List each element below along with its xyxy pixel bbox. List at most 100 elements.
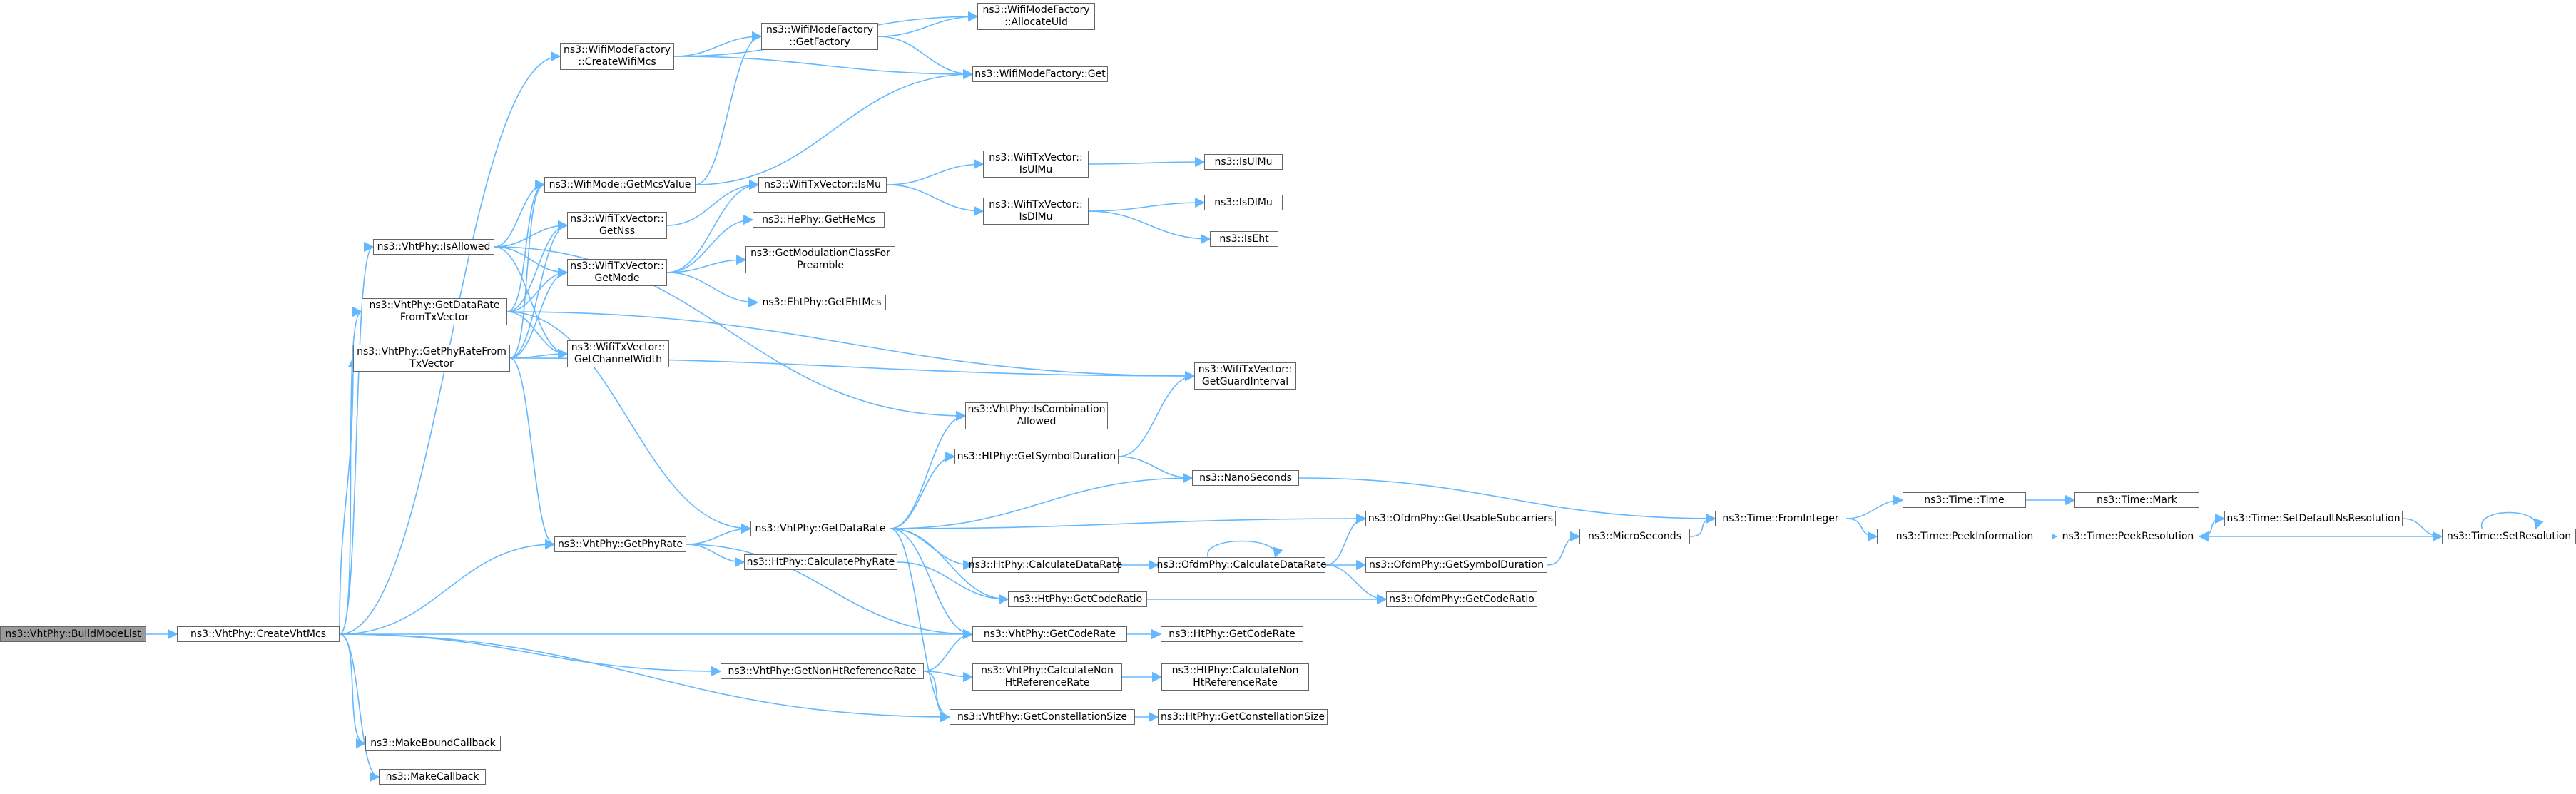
node-ismu[interactable]: ns3::WifiTxVector::IsMu: [758, 177, 887, 193]
node-createwifimcs[interactable]: ns3::WifiModeFactory::CreateWifiMcs: [560, 43, 674, 70]
edge-calcphyrate-to-htgetcoderatio: [897, 561, 1009, 605]
node-getdatarate[interactable]: ns3::VhtPhy::GetDataRate: [750, 521, 890, 536]
node-label: ns3::WifiModeFactory: [563, 44, 671, 56]
node-label: ns3::NanoSeconds: [1199, 472, 1292, 484]
edge-isallowed-to-iscombination: [494, 246, 967, 422]
node-getmode[interactable]: ns3::WifiTxVector::GetMode: [567, 259, 667, 286]
node-label: ns3::Time::SetResolution: [2446, 530, 2572, 542]
node-peekinfo[interactable]: ns3::Time::PeekInformation: [1877, 529, 2052, 544]
node-label: GetNss: [599, 225, 635, 237]
node-calcdatarate[interactable]: ns3::HtPhy::CalculateDataRate: [969, 557, 1122, 573]
node-getguard[interactable]: ns3::WifiTxVector::GetGuardInterval: [1194, 362, 1296, 390]
node-ofdmcoderatio[interactable]: ns3::OfdmPhy::GetCodeRatio: [1386, 591, 1537, 607]
node-label: ns3::WifiTxVector::: [989, 152, 1083, 163]
edge-frominteger-to-peekinfo: [1846, 518, 1878, 542]
node-label: HtReferenceRate: [1193, 677, 1278, 688]
node-timetime[interactable]: ns3::Time::Time: [1903, 492, 2026, 508]
node-setres[interactable]: ns3::Time::SetResolution: [2442, 529, 2576, 544]
node-txisdlmu[interactable]: ns3::WifiTxVector::IsDlMu: [983, 198, 1089, 225]
edge-createwifimcs-to-getfactory: [673, 31, 763, 57]
node-factoryget[interactable]: ns3::WifiModeFactory::Get: [972, 66, 1108, 82]
edge-getdatarate-to-vhtgetcoderate: [890, 528, 974, 640]
node-label: ns3::WifiTxVector::: [1198, 364, 1293, 375]
edge-getdatarate-to-iscombination: [890, 410, 967, 529]
node-label: ns3::VhtPhy::GetNonHtReferenceRate: [728, 665, 917, 677]
node-ofdmsymdur[interactable]: ns3::OfdmPhy::GetSymbolDuration: [1365, 557, 1547, 573]
edge-microseconds-to-frominteger: [1689, 513, 1716, 537]
edge-getfactory-to-factoryget: [877, 36, 974, 80]
edge-peekres-to-setdefaultns: [2199, 513, 2226, 537]
node-calcphyrate[interactable]: ns3::HtPhy::CalculatePhyRate: [744, 554, 897, 570]
node-peekres[interactable]: ns3::Time::PeekResolution: [2057, 529, 2199, 544]
node-isallowed[interactable]: ns3::VhtPhy::IsAllowed: [373, 239, 494, 255]
edge-getdatarate-to-nanoseconds: [890, 472, 1193, 529]
edge-create-to-getdataratefromtx: [339, 306, 363, 635]
node-frominteger[interactable]: ns3::Time::FromInteger: [1715, 511, 1846, 526]
node-label: ns3::VhtPhy::CreateVhtMcs: [190, 628, 326, 640]
node-makebound[interactable]: ns3::MakeBoundCallback: [365, 736, 501, 751]
node-getehtmcs[interactable]: ns3::EhtPhy::GetEhtMcs: [758, 295, 886, 310]
edge-ofdmcalcdatarate-to-ofdmcalcdatarate: [1207, 540, 1283, 559]
node-nanoseconds[interactable]: ns3::NanoSeconds: [1192, 470, 1299, 486]
node-iseht[interactable]: ns3::IsEht: [1210, 231, 1278, 247]
node-vhtgetcoderate[interactable]: ns3::VhtPhy::GetCodeRate: [972, 626, 1127, 642]
node-htgetcoderatio[interactable]: ns3::HtPhy::GetCodeRatio: [1008, 591, 1147, 607]
node-microseconds[interactable]: ns3::MicroSeconds: [1579, 529, 1690, 544]
node-label: ns3::VhtPhy::IsCombination: [967, 404, 1106, 415]
node-setdefaultns[interactable]: ns3::Time::SetDefaultNsResolution: [2224, 511, 2403, 526]
edge-ofdmsymdur-to-microseconds: [1547, 531, 1581, 566]
node-label: ns3::WifiTxVector::: [570, 213, 664, 225]
node-label: ns3::OfdmPhy::GetCodeRatio: [1389, 593, 1534, 605]
node-getnonht[interactable]: ns3::VhtPhy::GetNonHtReferenceRate: [721, 663, 924, 679]
node-label: ns3::VhtPhy::GetCodeRate: [983, 628, 1116, 640]
node-getmcsvalue[interactable]: ns3::WifiMode::GetMcsValue: [544, 177, 696, 193]
node-timemark[interactable]: ns3::Time::Mark: [2074, 492, 2199, 508]
node-label: ns3::HtPhy::GetSymbolDuration: [957, 450, 1116, 462]
node-label: ns3::VhtPhy::GetDataRate: [369, 300, 500, 311]
node-htgetcoderate[interactable]: ns3::HtPhy::GetCodeRate: [1161, 626, 1303, 642]
edge-getmode-to-getehtmcs: [666, 272, 759, 308]
node-isulmu[interactable]: ns3::IsUlMu: [1204, 154, 1283, 170]
node-label: ns3::Time::PeekInformation: [1895, 530, 2034, 542]
node-getehemcs[interactable]: ns3::HePhy::GetHeMcs: [753, 212, 885, 228]
node-getnss[interactable]: ns3::WifiTxVector::GetNss: [567, 212, 667, 239]
edge-create-to-makecallback: [339, 633, 380, 783]
node-makecallback[interactable]: ns3::MakeCallback: [379, 769, 486, 785]
edge-setres-to-setres: [2481, 511, 2544, 530]
node-ofdmusable[interactable]: ns3::OfdmPhy::GetUsableSubcarriers: [1365, 511, 1556, 526]
node-txisulmu[interactable]: ns3::WifiTxVector::IsUlMu: [983, 151, 1089, 178]
node-vhtconst[interactable]: ns3::VhtPhy::GetConstellationSize: [950, 709, 1135, 725]
node-allocateuid[interactable]: ns3::WifiModeFactory::AllocateUid: [977, 3, 1095, 30]
edge-getdataratefromtx-to-getdatarate: [506, 311, 752, 534]
node-label: ::CreateWifiMcs: [578, 56, 656, 68]
node-isdlmu[interactable]: ns3::IsDlMu: [1204, 195, 1283, 210]
node-getphyrate[interactable]: ns3::VhtPhy::GetPhyRate: [554, 536, 686, 552]
edge-getmcsvalue-to-factoryget: [695, 68, 974, 185]
edge-getphyratefromtx-to-getnss: [509, 220, 569, 359]
node-label: ns3::OfdmPhy::CalculateDataRate: [1156, 559, 1327, 571]
edge-getdataratefromtx-to-getmcsvalue: [506, 179, 546, 312]
edge-ismu-to-txisulmu: [886, 158, 984, 185]
edge-getnonht-to-vhtcalcnonht: [923, 671, 974, 683]
node-ofdmcalcdatarate[interactable]: ns3::OfdmPhy::CalculateDataRate: [1156, 557, 1327, 573]
node-getfactory[interactable]: ns3::WifiModeFactory::GetFactory: [761, 23, 878, 50]
node-create[interactable]: ns3::VhtPhy::CreateVhtMcs: [177, 626, 340, 642]
node-label: ns3::EhtPhy::GetEhtMcs: [762, 296, 882, 308]
node-label: ns3::MakeCallback: [385, 770, 479, 783]
edge-getnonht-to-vhtgetcoderate: [923, 628, 974, 672]
node-label: ns3::VhtPhy::GetPhyRateFrom: [357, 346, 506, 357]
node-label: ns3::HtPhy::CalculateNon: [1171, 665, 1299, 676]
node-label: GetChannelWidth: [574, 354, 663, 365]
node-label: TxVector: [409, 358, 454, 370]
node-label: GetMode: [594, 273, 640, 284]
node-htconst[interactable]: ns3::HtPhy::GetConstellationSize: [1158, 709, 1328, 725]
node-getchannelwidth[interactable]: ns3::WifiTxVector::GetChannelWidth: [567, 340, 669, 367]
node-getsymboldur[interactable]: ns3::HtPhy::GetSymbolDuration: [954, 449, 1119, 464]
